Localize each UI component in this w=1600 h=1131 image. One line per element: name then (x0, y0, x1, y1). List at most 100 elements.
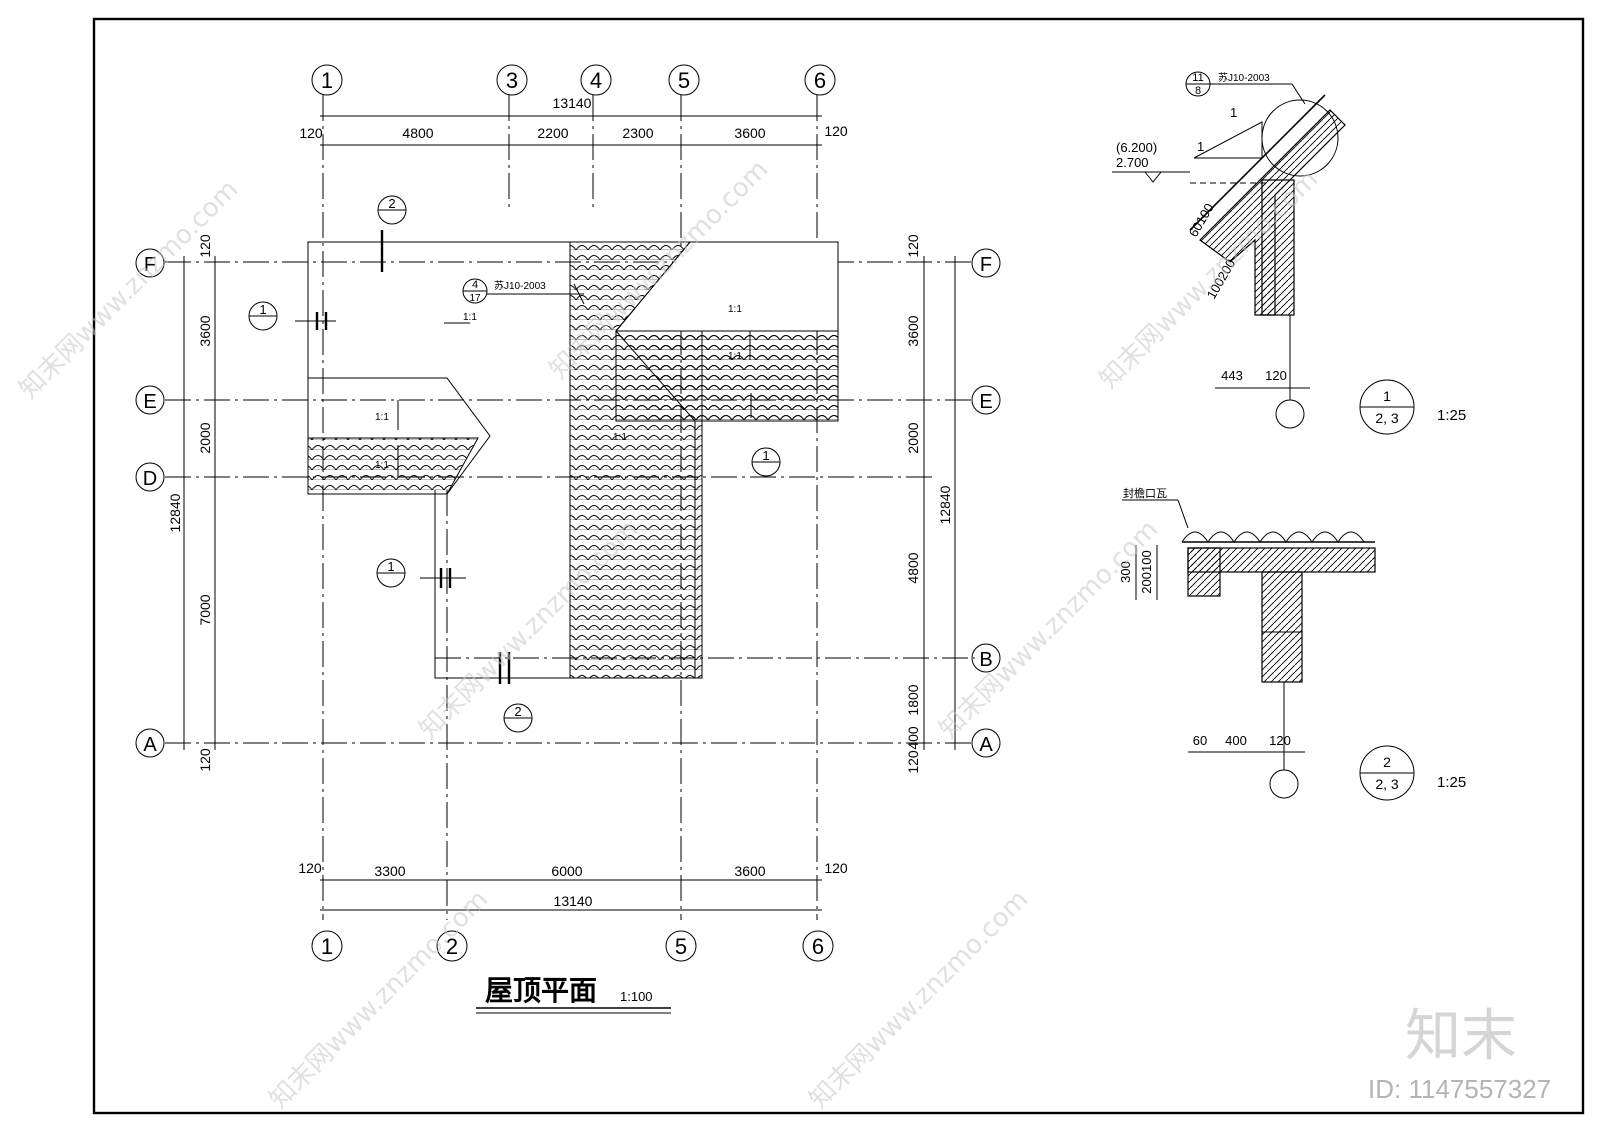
svg-text:3600: 3600 (197, 315, 213, 346)
svg-text:120: 120 (197, 748, 213, 772)
grid-bubbles-left: F E D A (135, 248, 165, 758)
svg-text:4800: 4800 (402, 125, 433, 141)
detail-reference-4-17: 4 17 苏J10-2003 (462, 278, 585, 305)
detail-scale: 1:25 (1437, 774, 1466, 791)
svg-text:4: 4 (472, 279, 478, 291)
svg-text:封檐口瓦: 封檐口瓦 (1123, 486, 1167, 500)
watermark-text: 知末网www.znzmo.com (804, 884, 1035, 1115)
detail-tag-sheets: 2, 3 (1375, 776, 1399, 792)
grid-bubbles-bottom: 1 2 5 6 (311, 930, 834, 962)
slope-label: 1:1 (375, 412, 389, 423)
grid-label: E (979, 391, 992, 413)
svg-text:2000: 2000 (905, 422, 921, 453)
svg-text:120: 120 (824, 123, 848, 139)
svg-text:11: 11 (1192, 72, 1203, 84)
detail-scale: 1:25 (1437, 407, 1466, 424)
svg-text:60: 60 (1193, 733, 1207, 748)
tile-area-left (307, 437, 479, 495)
svg-text:4800: 4800 (905, 552, 921, 583)
slope-label: 1:1 (728, 304, 742, 315)
grid-label: 5 (675, 934, 687, 959)
svg-text:1: 1 (387, 559, 394, 574)
section-marker-1: 1 (751, 447, 781, 477)
grid-label: F (980, 254, 992, 276)
svg-text:2000: 2000 (197, 422, 213, 453)
grid-label: 2 (446, 934, 458, 959)
svg-text:13140: 13140 (554, 893, 593, 909)
svg-text:3600: 3600 (734, 863, 765, 879)
svg-text:2200: 2200 (537, 125, 568, 141)
title-scale: 1:100 (620, 989, 653, 1004)
watermark-text: 知末网www.znzmo.com (14, 174, 245, 405)
page-title: 屋顶平面 (485, 975, 597, 1006)
grid-label: A (143, 734, 157, 756)
svg-text:12840: 12840 (937, 485, 953, 524)
svg-text:120: 120 (905, 234, 921, 258)
slope-label: 1:1 (728, 351, 742, 362)
section-marker-2: 2 (498, 652, 533, 733)
svg-text:1: 1 (259, 302, 266, 317)
svg-text:13140: 13140 (553, 95, 592, 111)
section-marker-1: 1 (376, 558, 466, 588)
slope-label: 1:1 (463, 312, 477, 323)
detail-1: 11 8 苏J10-2003 1 1 (6.200) 2.700 60100 1… (1112, 71, 1466, 435)
brand-logo-text: 知末 (1405, 1004, 1517, 1069)
svg-text:120: 120 (1265, 368, 1287, 383)
dimension-right: 120 3600 2000 12840 4800 1800 400 120 (905, 234, 956, 774)
grid-bubbles-top: 1 3 4 5 6 (311, 64, 836, 96)
slope-label: 1:1 (375, 460, 389, 471)
svg-text:6000: 6000 (551, 863, 582, 879)
svg-text:苏J10-2003: 苏J10-2003 (494, 279, 546, 292)
svg-text:300: 300 (1118, 561, 1133, 583)
svg-text:443: 443 (1221, 368, 1243, 383)
dimension-top: 13140 120 4800 2200 2300 3600 120 (299, 95, 848, 146)
dimension-bottom: 120 3300 6000 3600 120 13140 (298, 860, 848, 911)
image-id: ID: 1147557327 (1368, 1074, 1551, 1104)
sheet-border (92, 17, 1585, 1115)
drawing-title: 屋顶平面 1:100 (476, 975, 671, 1014)
detail-2: 封檐口瓦 300 200100 60 400 120 2 2, 3 1:25 (1118, 486, 1466, 801)
svg-text:7000: 7000 (197, 594, 213, 625)
svg-text:2.700: 2.700 (1116, 155, 1149, 170)
grid-label: D (143, 468, 157, 490)
section-marker-2: 2 (377, 195, 407, 272)
svg-text:200100: 200100 (1139, 550, 1154, 593)
svg-text:120: 120 (197, 234, 213, 258)
detail-tag-number: 1 (1383, 388, 1391, 404)
svg-text:2300: 2300 (622, 125, 653, 141)
svg-text:1: 1 (1230, 105, 1237, 120)
svg-text:3600: 3600 (905, 315, 921, 346)
grid-label: 6 (814, 68, 826, 93)
hip-line-2 (615, 241, 691, 332)
watermark-text: 知末网www.znzmo.com (264, 884, 495, 1115)
grid-label: 5 (678, 68, 690, 93)
svg-text:(6.200): (6.200) (1116, 140, 1157, 155)
svg-text:2: 2 (388, 196, 395, 211)
grid-label: 6 (812, 934, 824, 959)
svg-text:120: 120 (299, 125, 323, 141)
grid-label: 4 (590, 68, 602, 93)
svg-text:1800: 1800 (905, 684, 921, 715)
svg-text:1: 1 (762, 448, 769, 463)
grid-bubbles-right: F E B A (971, 248, 1001, 758)
grid-label: A (979, 734, 993, 756)
svg-text:8: 8 (1195, 85, 1201, 97)
svg-text:3300: 3300 (374, 863, 405, 879)
svg-text:120: 120 (1269, 733, 1291, 748)
watermark-text: 知末网www.znzmo.com (934, 514, 1165, 745)
dimension-left: 120 3600 2000 12840 7000 120 (167, 234, 216, 772)
grid-label: F (144, 254, 156, 276)
grid-label: E (143, 391, 156, 413)
section-marker-1: 1 (248, 301, 336, 331)
grid-label: 1 (321, 934, 333, 959)
svg-text:2: 2 (514, 704, 521, 719)
svg-text:120: 120 (905, 750, 921, 774)
roof-plan: 1:1 1:1 1:1 1:1 1:1 1:1 4 17 苏J10-2003 1… (165, 95, 975, 920)
detail-tag-number: 2 (1383, 754, 1391, 770)
detail-tag-sheets: 2, 3 (1375, 410, 1399, 426)
grid-label: B (979, 649, 992, 671)
svg-text:400: 400 (1225, 733, 1247, 748)
tile-area-right-fill (652, 331, 838, 421)
svg-text:12840: 12840 (167, 493, 183, 532)
